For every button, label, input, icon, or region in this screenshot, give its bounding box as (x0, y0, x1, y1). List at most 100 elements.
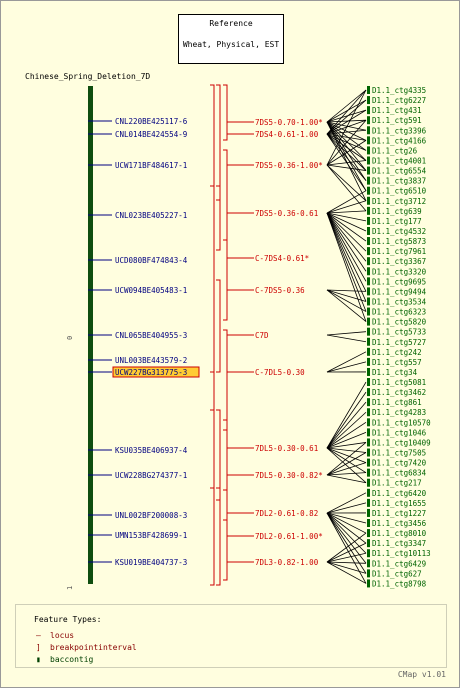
breakpoint-label[interactable]: 7DS5-0.36-0.61 (255, 209, 318, 218)
contig-marker (367, 287, 370, 296)
contig-label[interactable]: D1.1_ctg861 (372, 398, 422, 407)
contig-label[interactable]: D1.1_ctg3837 (372, 177, 426, 186)
breakpoint-label[interactable]: C-7DS5-0.36 (255, 286, 305, 295)
contig-label[interactable]: D1.1_ctg5873 (372, 237, 426, 246)
contig-label[interactable]: D1.1_ctg7961 (372, 247, 426, 256)
correspondence-line (326, 133, 367, 181)
locus-label[interactable]: UCD080BF474843-4 (115, 256, 188, 265)
contig-label[interactable]: D1.1_ctg3462 (372, 388, 426, 397)
breakpoint-label[interactable]: 7DL2-0.61-1.00* (255, 532, 323, 541)
contig-label[interactable]: D1.1_ctg217 (372, 479, 422, 488)
contig-label[interactable]: D1.1_ctg591 (372, 116, 422, 125)
contig-marker (367, 186, 370, 195)
contig-label[interactable]: D1.1_ctg7420 (372, 459, 427, 468)
locus-label[interactable]: UCW094BE405483-1 (115, 286, 187, 295)
reference-title: Reference (209, 19, 253, 28)
correspondence-line (326, 472, 367, 476)
contig-label[interactable]: D1.1_ctg34 (372, 368, 418, 377)
contig-label[interactable]: D1.1_ctg3534 (372, 297, 427, 306)
contig-label[interactable]: D1.1_ctg6834 (372, 469, 427, 478)
contig-label[interactable]: D1.1_ctg6510 (372, 187, 427, 196)
contig-label[interactable]: D1.1_ctg5727 (372, 338, 426, 347)
correspondence-line (326, 89, 367, 166)
contig-label[interactable]: D1.1_ctg5820 (372, 318, 427, 327)
locus-label[interactable]: UCW171BF484617-1 (115, 161, 187, 170)
contig-marker (367, 146, 370, 155)
contig-label[interactable]: D1.1_ctg177 (372, 217, 422, 226)
locus-label[interactable]: UNL002BF200008-3 (115, 511, 187, 520)
locus-label[interactable]: UCW227BG313775-3 (115, 368, 187, 377)
contig-label[interactable]: D1.1_ctg627 (372, 569, 422, 578)
locus-label[interactable]: UMN153BF428699-1 (115, 531, 187, 540)
contig-label[interactable]: D1.1_ctg8010 (372, 529, 427, 538)
breakpoint-label[interactable]: 7DS5-0.36-1.00* (255, 161, 323, 170)
contig-label[interactable]: D1.1_ctg9494 (372, 287, 427, 296)
contig-label[interactable]: D1.1_ctg242 (372, 348, 422, 357)
locus-label[interactable]: CNL014BE424554-9 (115, 130, 187, 139)
locus-label[interactable]: UCW228BG274377-1 (115, 471, 187, 480)
contig-label[interactable]: D1.1_ctg1655 (372, 499, 426, 508)
breakpoint-label[interactable]: 7DL2-0.61-0.82 (255, 509, 318, 518)
contig-label[interactable]: D1.1_ctg4001 (372, 156, 426, 165)
contig-label[interactable]: D1.1_ctg639 (372, 207, 422, 216)
correspondence-line (326, 99, 367, 135)
contig-label[interactable]: D1.1_ctg1227 (372, 509, 426, 518)
contig-label[interactable]: D1.1_ctg10113 (372, 549, 431, 558)
contig-label[interactable]: D1.1_ctg6227 (372, 96, 426, 105)
locus-label[interactable]: KSU019BE404737-3 (115, 558, 187, 567)
breakpoint-label[interactable]: 7DL3-0.82-1.00 (255, 558, 319, 567)
contig-label[interactable]: D1.1_ctg3347 (372, 539, 426, 548)
locus-label[interactable]: CNL220BE425117-6 (115, 117, 188, 126)
contig-label[interactable]: D1.1_ctg7505 (372, 449, 426, 458)
contig-label[interactable]: D1.1_ctg9695 (372, 277, 426, 286)
contig-marker (367, 156, 370, 165)
contig-label[interactable]: D1.1_ctg5081 (372, 378, 426, 387)
contig-label[interactable]: D1.1_ctg4532 (372, 227, 426, 236)
breakpoint-label[interactable]: C-7DS4-0.61* (255, 254, 309, 263)
contig-label[interactable]: D1.1_ctg6323 (372, 308, 426, 317)
correspondence-line (326, 212, 367, 292)
breakpoint-label[interactable]: 7DL5-0.30-0.82* (255, 471, 323, 480)
contig-label[interactable]: D1.1_ctg1046 (372, 428, 427, 437)
breakpoint-label[interactable]: 7DS5-0.70-1.00* (255, 118, 323, 127)
locus-label[interactable]: KSU035BE406937-4 (115, 446, 188, 455)
breakpoint-label[interactable]: 7DL5-0.30-0.61 (255, 444, 318, 453)
contig-label[interactable]: D1.1_ctg3367 (372, 257, 426, 266)
contig-marker (367, 448, 370, 457)
map-title[interactable]: Chinese_Spring_Deletion_7D (25, 72, 151, 81)
breakpoint-label[interactable]: 7DS4-0.61-1.00 (255, 130, 319, 139)
contig-label[interactable]: D1.1_ctg4335 (372, 86, 426, 95)
contig-label[interactable]: D1.1_ctg6554 (372, 167, 427, 176)
correspondence-line (326, 212, 367, 242)
reference-map-box[interactable]: Reference Wheat, Physical, EST (178, 14, 284, 64)
correspondence-line (326, 542, 367, 563)
contig-label[interactable]: D1.1_ctg8798 (372, 579, 427, 588)
contig-label[interactable]: D1.1_ctg557 (372, 358, 422, 367)
locus-label[interactable]: UNL003BE443579-2 (115, 356, 187, 365)
contig-label[interactable]: D1.1_ctg3396 (372, 126, 427, 135)
contig-marker (367, 196, 370, 205)
contig-label[interactable]: D1.1_ctg3712 (372, 197, 426, 206)
correspondence-line (326, 109, 367, 135)
locus-label[interactable]: CNL065BE404955-3 (115, 331, 187, 340)
contig-label[interactable]: D1.1_ctg6420 (372, 489, 427, 498)
bar-icon: ▮ (36, 655, 41, 664)
contig-label[interactable]: D1.1_ctg3320 (372, 267, 427, 276)
contig-label[interactable]: D1.1_ctg5733 (372, 328, 426, 337)
breakpoint-label[interactable]: C-7DL5-0.30 (255, 368, 305, 377)
contig-label[interactable]: D1.1_ctg26 (372, 146, 418, 155)
contig-label[interactable]: D1.1_ctg10570 (372, 418, 431, 427)
contig-label[interactable]: D1.1_ctg10409 (372, 438, 431, 447)
correspondence-line (326, 351, 367, 373)
correspondence-line (326, 492, 367, 514)
breakpoint-bracket (223, 239, 228, 321)
contig-label[interactable]: D1.1_ctg6429 (372, 559, 426, 568)
locus-label[interactable]: CNL023BE405227-1 (115, 211, 187, 220)
contig-label[interactable]: D1.1_ctg3456 (372, 519, 427, 528)
correspondence-line (326, 447, 367, 473)
contig-label[interactable]: D1.1_ctg4283 (372, 408, 426, 417)
contig-label[interactable]: D1.1_ctg431 (372, 106, 422, 115)
contig-label[interactable]: D1.1_ctg4166 (372, 136, 427, 145)
breakpoint-label[interactable]: C7D (255, 331, 269, 340)
correspondence-line (326, 160, 367, 166)
